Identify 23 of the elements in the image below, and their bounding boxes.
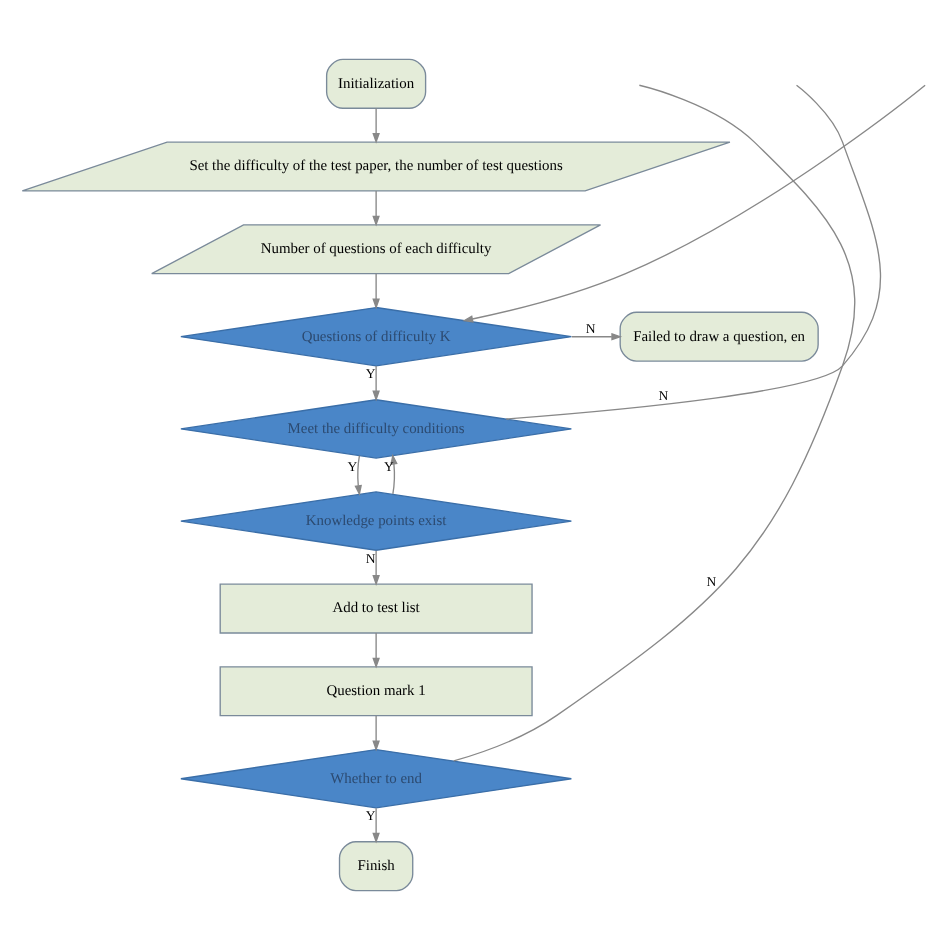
- connector: [505, 83, 882, 419]
- node-box: Add to test list: [219, 582, 533, 633]
- node-box: Question mark 1: [219, 665, 533, 716]
- node-diamond: Whether to end: [180, 747, 573, 808]
- arrow: [372, 631, 380, 668]
- arrow: [354, 454, 362, 495]
- arrow: [372, 364, 380, 401]
- arrow: [571, 331, 623, 340]
- node-diamond: Knowledge points exist: [180, 490, 573, 550]
- arrow: [372, 189, 380, 226]
- node-box: Finish: [338, 840, 414, 891]
- arrow: [390, 452, 398, 494]
- node-box: Initialization: [325, 57, 427, 108]
- connector: [453, 83, 856, 761]
- arrow: [372, 272, 380, 309]
- arrow: [372, 714, 380, 751]
- arrow: [462, 83, 926, 322]
- arrow: [372, 106, 380, 143]
- node-diamond: Questions of difficulty K: [180, 305, 573, 366]
- node-diamond: Meet the difficulty conditions: [180, 398, 573, 458]
- node-box: Failed to draw a question, en: [619, 310, 819, 361]
- arrow: [372, 806, 380, 843]
- arrow: [372, 549, 380, 585]
